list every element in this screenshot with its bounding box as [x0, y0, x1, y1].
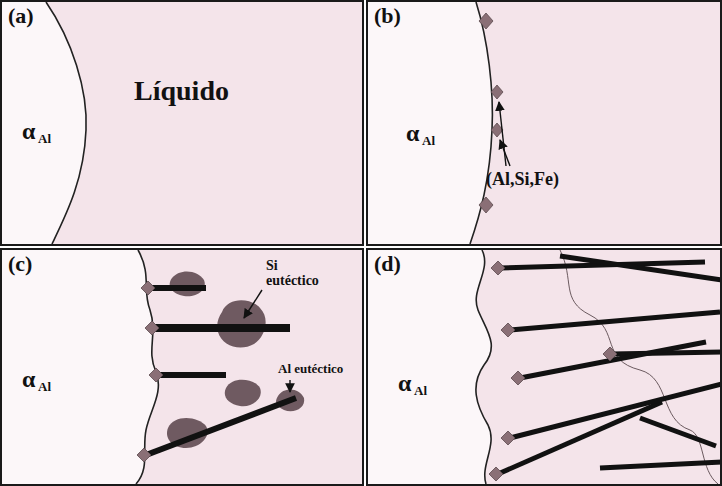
phase-subscript: Al	[414, 384, 427, 398]
panel-letter: (c)	[8, 252, 32, 276]
stage-panel: (d) αAl	[366, 248, 722, 486]
phase-subscript: Al	[38, 380, 51, 394]
stage-panel: (c) αAl Si eutéctico Al eutéctico	[0, 248, 364, 486]
phase-symbol: α	[398, 370, 411, 396]
alpha-region-b	[368, 2, 510, 244]
stage-panel: (a) αAl Líquido	[0, 0, 364, 246]
phase-symbol: α	[406, 120, 419, 146]
intermetallic-particles	[137, 281, 163, 462]
alpha-region-a	[2, 2, 86, 244]
leader-lines	[499, 102, 510, 166]
phase-symbol: α	[22, 118, 35, 144]
eutectic-si-rods	[498, 256, 722, 474]
phase-callout: Si eutéctico	[266, 258, 326, 289]
intermetallic-particles	[489, 261, 617, 481]
phase-subscript: Al	[38, 132, 51, 146]
panel-letter: (b)	[374, 4, 401, 28]
eutectic-growth-d	[368, 250, 722, 484]
panel-letter: (a)	[8, 4, 34, 28]
phase-subscript: Al	[422, 134, 435, 148]
panel-letter: (d)	[374, 252, 401, 276]
eutectic-si-rods	[146, 288, 296, 455]
leader-lines	[244, 290, 290, 392]
phase-label: Líquido	[134, 76, 229, 107]
phase-symbol: α	[22, 366, 35, 392]
phase-callout: Al eutéctico	[278, 362, 343, 376]
eutectic-start-c	[2, 250, 304, 484]
stage-panel: (b) αAl (Al,Si,Fe)	[366, 0, 722, 246]
particle-label: (Al,Si,Fe)	[486, 170, 559, 190]
